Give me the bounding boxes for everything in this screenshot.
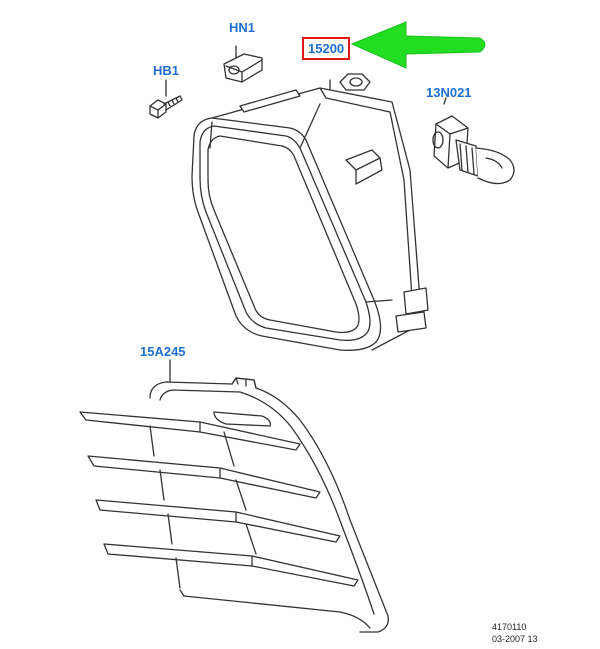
diagram-ref-code: 4170110 [492, 622, 527, 632]
clip-nut-hn1-drawing [223, 45, 263, 83]
bulb-13n021-drawing [432, 97, 515, 185]
green-arrow-icon [350, 21, 486, 69]
callout-hn1: HN1 [229, 20, 256, 35]
diagram-date-code: 03-2007 13 [492, 634, 538, 644]
bolt-hb1-drawing [149, 79, 183, 119]
callout-13n021: 13N021 [426, 85, 472, 100]
callout-15a245: 15A245 [140, 344, 186, 359]
fog-lamp-housing-drawing [191, 73, 429, 351]
callout-15200-highlighted: 15200 [302, 37, 351, 60]
fog-lamp-grille-15a245-drawing [79, 377, 389, 633]
callout-hb1: HB1 [153, 63, 180, 78]
